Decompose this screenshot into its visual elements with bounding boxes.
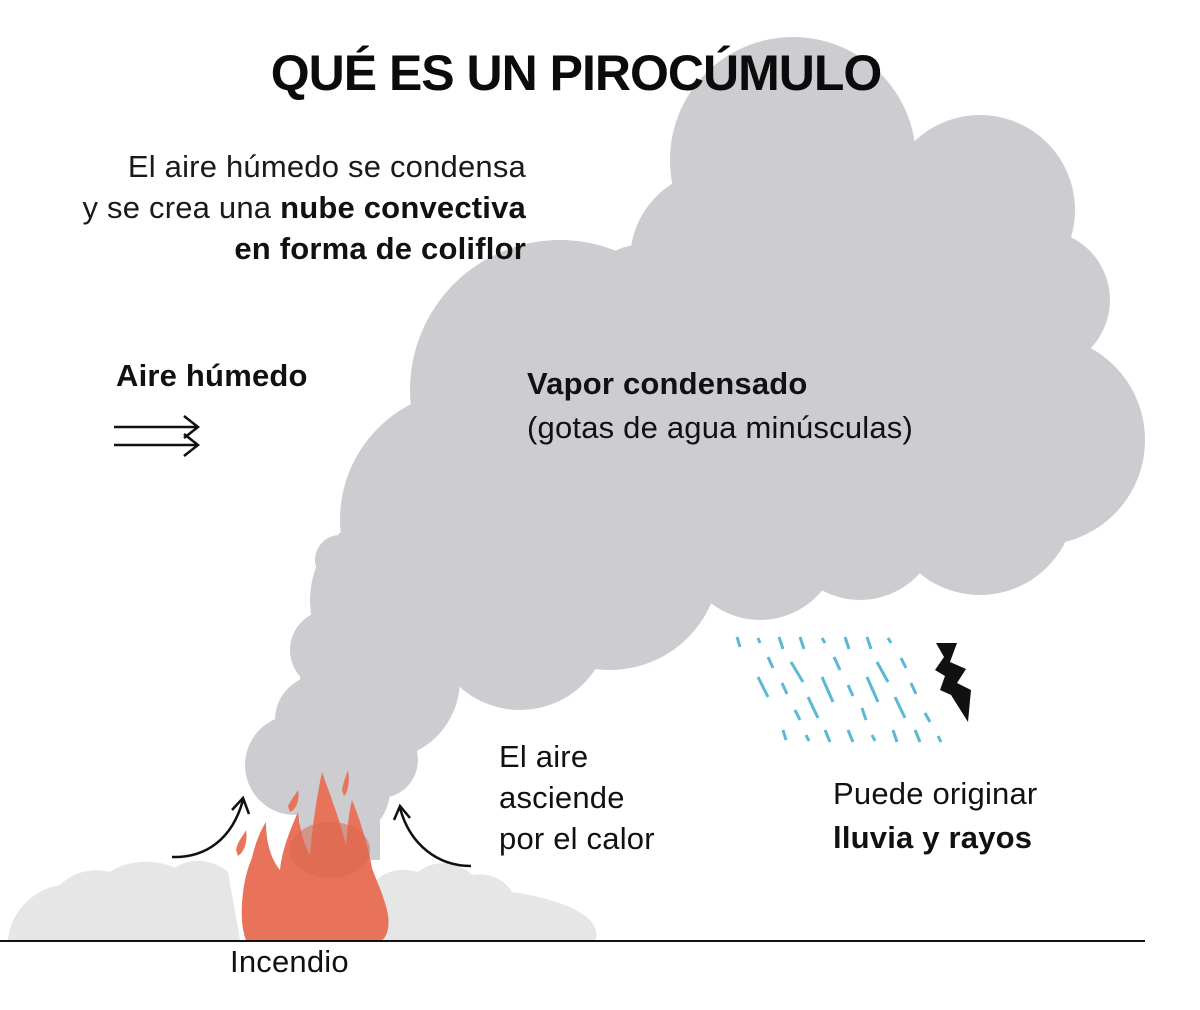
pyrocumulus-cloud: [245, 37, 1145, 860]
intro-line-3-bold: en forma de coliflor: [234, 231, 526, 266]
intro-line-2-regular: y se crea una: [82, 190, 281, 225]
label-lluvia-line-2: lluvia y rayos: [833, 820, 1033, 855]
label-lluvia-line-1: Puede originar: [833, 776, 1038, 811]
label-incendio: Incendio: [230, 944, 349, 979]
label-aire-humedo: Aire húmedo: [116, 358, 308, 393]
ground-smoke: [8, 860, 597, 940]
label-asciende-line-1: El aire: [499, 739, 589, 774]
fire-flame-icon: [236, 770, 389, 940]
label-aire-asciende: El aire asciende por el calor: [499, 736, 655, 859]
label-vapor: Vapor condensado (gotas de agua minúscul…: [527, 362, 913, 450]
wind-arrow-icon: [114, 415, 201, 457]
intro-line-3: en forma de coliflor: [83, 228, 526, 269]
label-asciende-line-3: por el calor: [499, 821, 655, 856]
page-title: QUÉ ES UN PIROCÚMULO: [270, 45, 883, 101]
intro-line-2: y se crea una nube convectiva: [83, 187, 526, 228]
updraft-arrow-icon: [171, 795, 472, 868]
label-lluvia-rayos: Puede originar lluvia y rayos: [833, 772, 1037, 860]
intro-text: El aire húmedo se condensa y se crea una…: [83, 146, 526, 269]
label-vapor-title: Vapor condensado: [527, 366, 808, 401]
intro-line-1: El aire húmedo se condensa: [127, 149, 526, 184]
intro-line-2-bold: nube convectiva: [280, 190, 526, 225]
label-asciende-line-2: asciende: [499, 780, 625, 815]
lightning-icon: [935, 643, 971, 722]
rain-icon: [735, 636, 943, 743]
label-vapor-subtitle: (gotas de agua minúsculas): [527, 410, 914, 445]
